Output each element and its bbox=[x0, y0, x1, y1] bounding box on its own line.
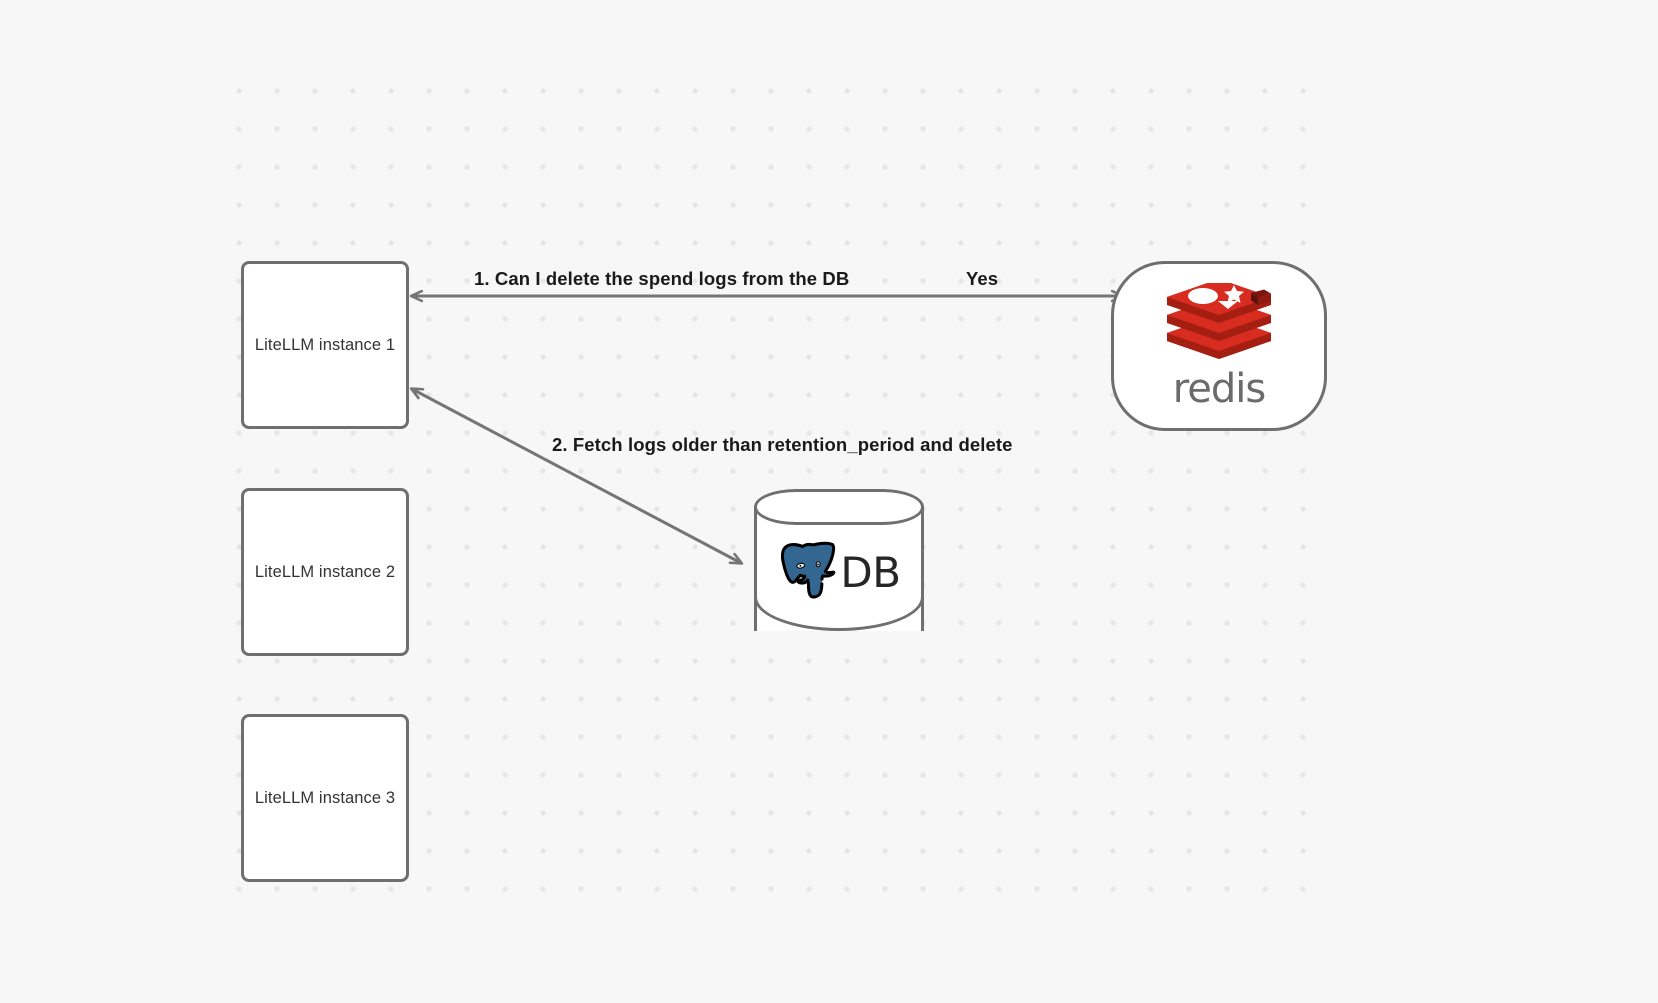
cylinder-top bbox=[754, 489, 924, 525]
node-litellm-instance-2-label: LiteLLM instance 2 bbox=[254, 562, 396, 581]
postgres-logo-row: DB bbox=[754, 541, 924, 603]
node-litellm-instance-1[interactable]: LiteLLM instance 1 bbox=[241, 261, 409, 429]
edge-label-yes: Yes bbox=[966, 268, 999, 289]
node-litellm-instance-1-label: LiteLLM instance 1 bbox=[254, 335, 396, 354]
node-litellm-instance-3-label: LiteLLM instance 3 bbox=[254, 788, 396, 807]
node-litellm-instance-3[interactable]: LiteLLM instance 3 bbox=[241, 714, 409, 882]
background-mask-right bbox=[1338, 0, 1658, 1003]
postgres-db-label: DB bbox=[840, 547, 901, 597]
edge-label-step-2: 2. Fetch logs older than retention_perio… bbox=[552, 434, 1013, 455]
postgresql-elephant-icon bbox=[781, 541, 836, 599]
background-mask-left bbox=[0, 0, 208, 1003]
edge-litellm1-postgres bbox=[412, 389, 741, 563]
node-litellm-instance-2[interactable]: LiteLLM instance 2 bbox=[241, 488, 409, 656]
background-mask-bottom bbox=[0, 903, 1658, 1003]
edge-label-step-1: 1. Can I delete the spend logs from the … bbox=[474, 268, 850, 289]
node-postgres-db[interactable]: DB bbox=[754, 489, 924, 648]
background-mask-top bbox=[0, 0, 1658, 58]
redis-icon bbox=[1167, 283, 1271, 359]
redis-wordmark: redis bbox=[1172, 366, 1267, 412]
redis-logo-group: redis bbox=[1163, 283, 1275, 409]
node-redis[interactable]: redis bbox=[1111, 261, 1327, 431]
